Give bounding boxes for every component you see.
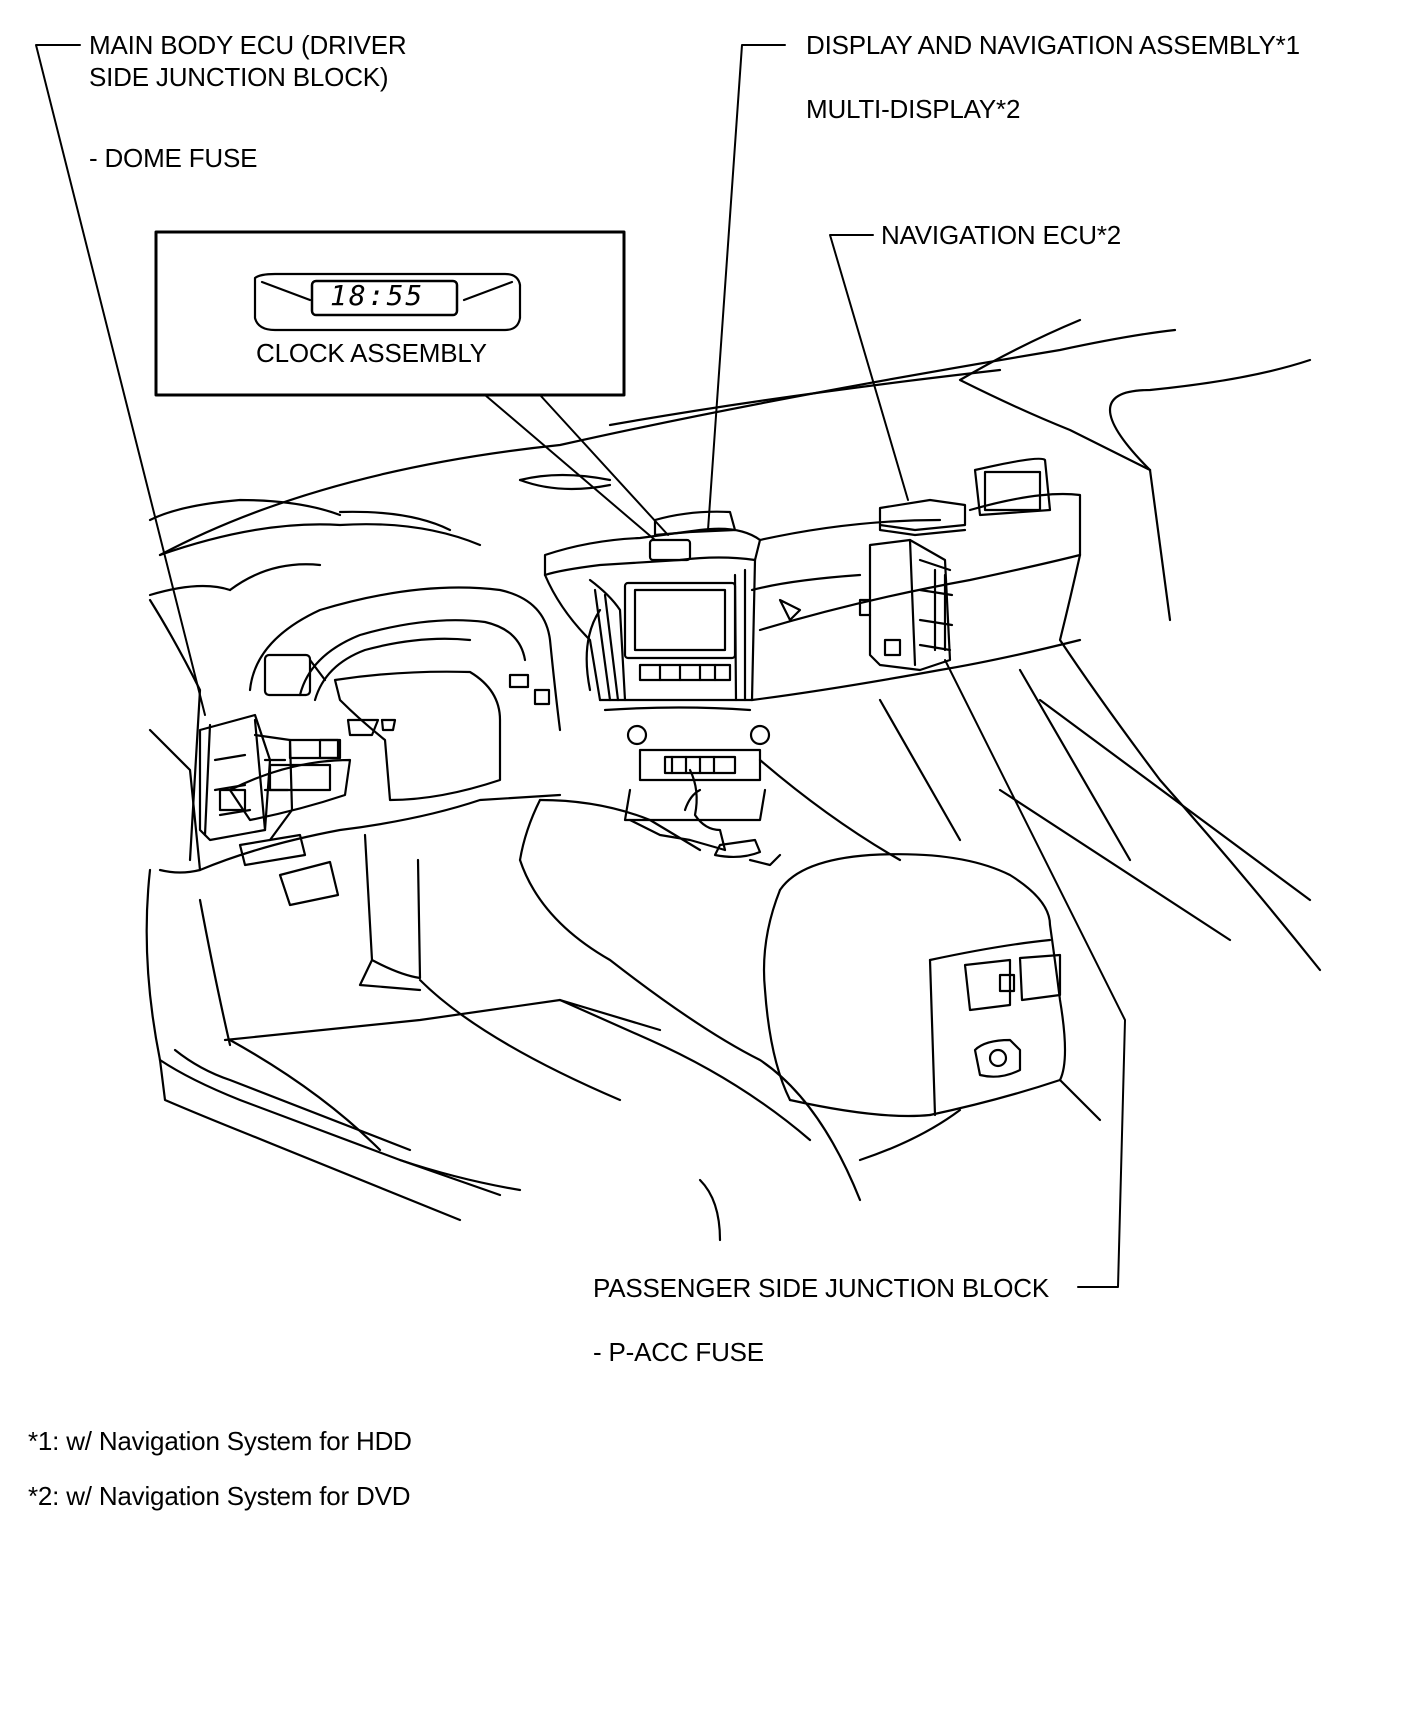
passenger-dash	[750, 457, 1322, 972]
main-body-ecu-label: MAIN BODY ECU (DRIVER SIDE JUNCTION BLOC…	[89, 30, 407, 92]
clock-bezel-accent	[260, 280, 514, 302]
footnote-1: *1: w/ Navigation System for HDD	[28, 1426, 412, 1456]
passenger-junction-block-label: PASSENGER SIDE JUNCTION BLOCK	[593, 1273, 1050, 1303]
navigation-ecu-label: NAVIGATION ECU*2	[881, 220, 1121, 250]
center-console	[518, 798, 1102, 1122]
leader-passenger-jb	[944, 659, 1126, 1288]
display-nav-assembly-label: DISPLAY AND NAVIGATION ASSEMBLY*1	[806, 30, 1300, 60]
driver-lower-dash	[148, 598, 562, 992]
leader-main-body-ecu	[35, 44, 206, 716]
leader-navigation-ecu	[829, 234, 909, 501]
leader-display-nav	[707, 44, 786, 531]
multi-display-label: MULTI-DISPLAY*2	[806, 94, 1021, 124]
clock-display	[310, 279, 459, 317]
passenger-jb-component	[858, 538, 954, 672]
clock-assembly-label: CLOCK ASSEMBLY	[256, 338, 487, 368]
instrument-cluster	[248, 586, 562, 802]
center-stack	[543, 510, 782, 867]
dash-outline	[148, 318, 1312, 622]
nav-ecu-component	[878, 498, 967, 537]
dome-fuse-label: - DOME FUSE	[89, 143, 258, 173]
floor-and-sill	[145, 858, 962, 1242]
clock-inset	[154, 230, 626, 397]
leader-clock-1	[484, 394, 656, 541]
clock-inset-frame	[154, 230, 626, 397]
leader-lines	[35, 44, 1126, 1288]
footnote-2: *2: w/ Navigation System for DVD	[28, 1481, 411, 1511]
display-screen	[623, 581, 737, 660]
clock-bezel	[253, 272, 522, 332]
p-acc-fuse-label: - P-ACC FUSE	[593, 1337, 764, 1367]
leader-clock-2	[539, 394, 669, 536]
clock-time-readout: 18:55	[330, 279, 425, 312]
main-body-ecu-component	[198, 713, 307, 867]
